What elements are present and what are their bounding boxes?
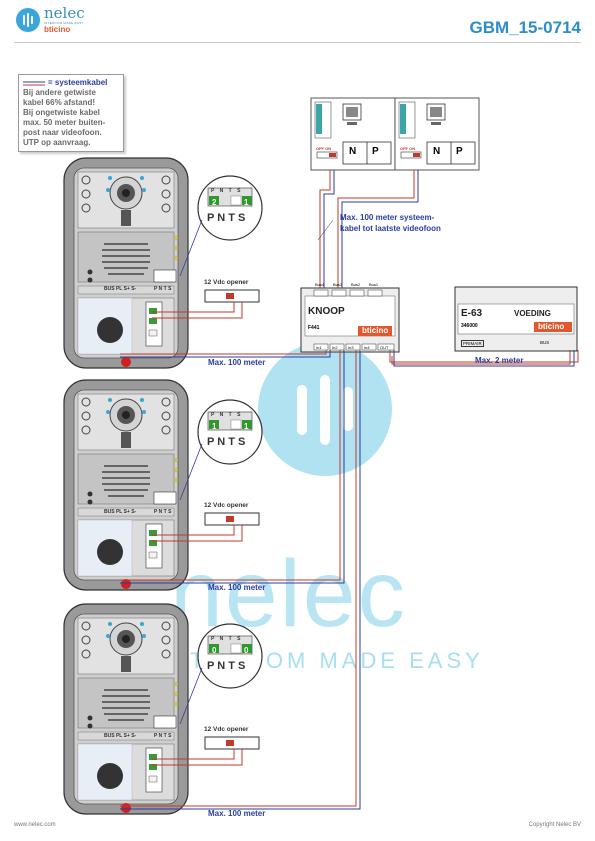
legend-line: max. 50 meter buiten- [23,118,106,127]
monitor-key-p: P [372,146,379,157]
panel-pnts: P N T S [154,733,172,739]
legend-line: post naar videofoon. [23,128,102,137]
footer-copyright: Copyright Nelec BV [528,822,581,828]
legend-title: = systeemkabel [48,78,108,87]
indoor-label-line: kabel tot laatste videofoon [340,224,441,233]
logo-brand: bticino [44,25,71,34]
knoop-terminal-top: Bus2 [351,282,361,287]
system-cable-swatch-icon [23,81,45,85]
distance-label: Max. 100 meter [208,583,266,592]
knoop-brand: bticino [362,326,389,335]
panel-pnts: P N T S [154,509,172,515]
knoop-code: F441 [308,325,320,331]
nelec-logo: nelec INTERCOM MADE EASY bticino [16,6,96,36]
legend-line: UTP op aanvraag. [23,138,91,147]
watermark-word: nelec [170,541,408,647]
knoop-terminal-bottom: In4 [364,345,370,350]
logo-mark-icon [16,8,40,32]
knoop-name: KNOOP [308,306,345,317]
knoop-terminal-bottom: In1 [316,345,322,350]
legend-line: Bij andere getwiste [23,88,96,97]
dip-letters: P N T S [207,212,246,224]
legend-line: kabel 66% afstand! [23,98,96,107]
logo-tagline: INTERCOM MADE EASY [44,21,84,25]
dip-value-p: 2 [212,198,217,207]
voeding-brand: bticino [538,322,565,331]
dip-zoom-pnts: P N T S [211,412,243,418]
opener-label: 12 Vdc opener [204,726,249,733]
voeding-code: 346000 [461,323,478,329]
logo-word: nelec [44,4,85,22]
dip-zoom-pnts: P N T S [211,636,243,642]
watermark-logo-icon [258,342,392,476]
indoor-label-line: Max. 100 meter systeem- [340,213,435,222]
dip-value-s: 1 [244,422,249,431]
opener-label: 12 Vdc opener [204,279,249,286]
knoop-terminal-top: Bus3 [333,282,343,287]
voeding-primary: PRIMAIR [461,340,484,347]
legend-title-row: = systeemkabel [23,78,119,88]
panel-terminals: BUS PL S+ S- [104,509,137,515]
knoop-terminal-bottom: OUT [380,345,389,350]
legend-line: Bij ongetwiste kabel [23,108,100,117]
voeding-name: VOEDING [514,309,551,318]
psu-distance-label: Max. 2 meter [475,356,524,365]
monitor-switch-label: OFF ON [316,146,332,151]
knoop-terminal-top: Bus1 [369,282,379,287]
opener-label: 12 Vdc opener [204,502,249,509]
footer-url: www.nelec.com [14,822,56,828]
monitor-key-p: P [456,146,463,157]
document-id: GBM_15-0714 [469,18,581,37]
panel-terminals: BUS PL S+ S- [104,286,137,292]
legend-box: = systeemkabel Bij andere getwiste kabel… [18,74,124,152]
distance-label: Max. 100 meter [208,358,266,367]
dip-value-s: 1 [244,198,249,207]
panel-pnts: P N T S [154,286,172,292]
dip-value-s: 0 [244,646,249,655]
monitor-key-n: N [433,146,441,157]
distance-label: Max. 100 meter [208,809,266,818]
knoop-terminal-top: Bus4 [315,282,325,287]
dip-letters: P N T S [207,660,246,672]
dip-letters: P N T S [207,436,246,448]
knoop-terminal-bottom: In2 [332,345,338,350]
dip-value-p: 0 [212,646,217,655]
header-divider [14,42,581,43]
knoop-terminal-bottom: In3 [348,345,354,350]
monitor-switch-label: OFF ON [400,146,416,151]
voeding-bus: BUS [540,340,550,345]
panel-terminals: BUS PL S+ S- [104,733,137,739]
dip-value-p: 1 [212,422,217,431]
dip-zoom-pnts: P N T S [211,188,243,194]
voeding-model: E-63 [461,308,483,319]
indoor-cable-label: Max. 100 meter systeem- kabel tot laatst… [340,212,441,234]
monitor-key-n: N [349,146,357,157]
